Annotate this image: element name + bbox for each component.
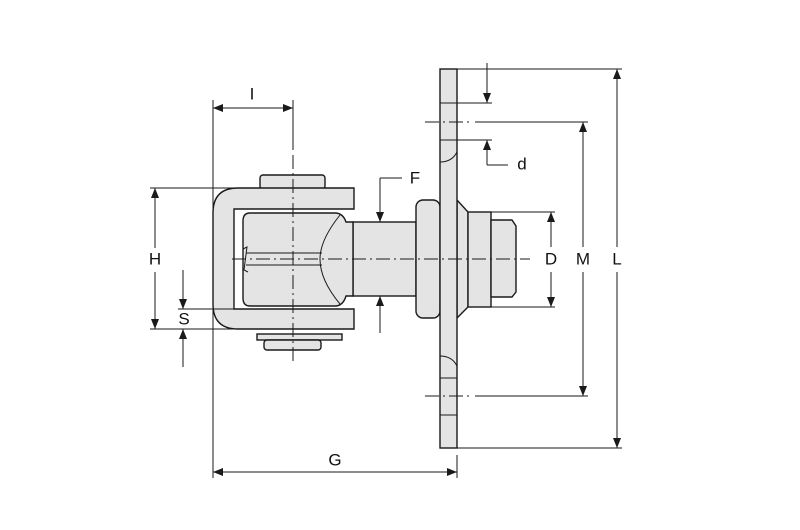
dimensions	[150, 63, 622, 478]
label-m: M	[576, 249, 590, 268]
label-l: L	[612, 249, 621, 268]
label-h: H	[149, 249, 161, 268]
label-s: S	[178, 309, 189, 328]
label-i: I	[250, 84, 255, 103]
label-g: G	[328, 450, 341, 469]
label-f: F	[410, 168, 420, 187]
label-d: D	[545, 249, 557, 268]
clevis	[212, 174, 355, 351]
centerlines	[232, 121, 530, 397]
label-d-small: d	[517, 154, 526, 173]
